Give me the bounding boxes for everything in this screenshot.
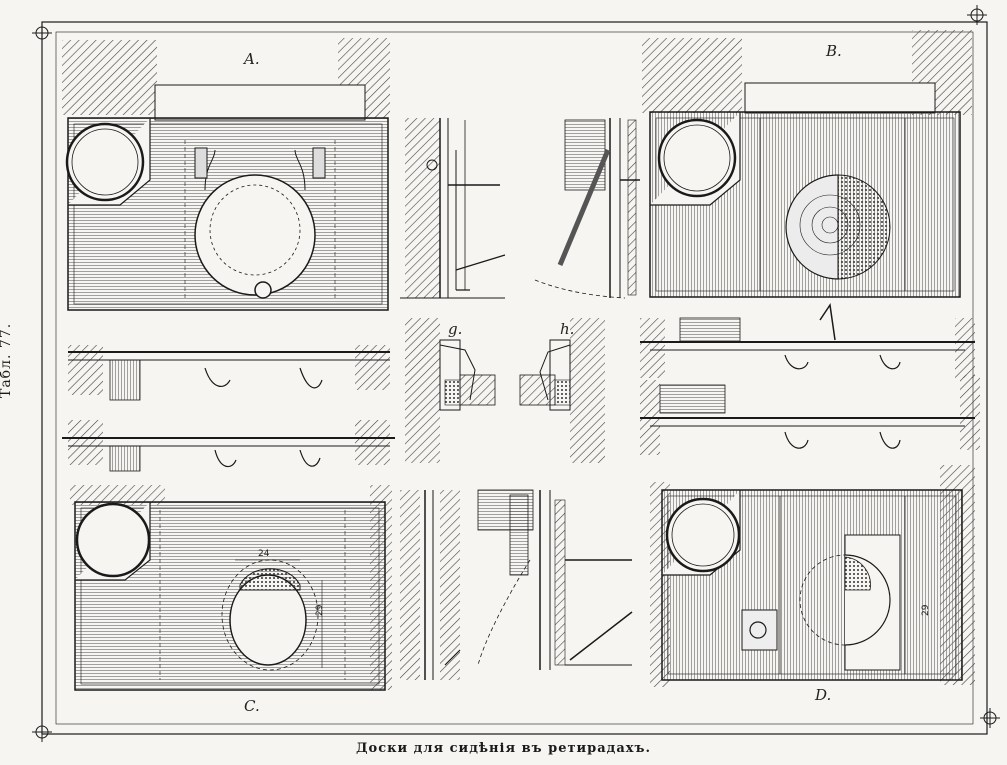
panel-c-label: C. <box>244 697 260 715</box>
panel-a-plan <box>62 38 390 311</box>
panel-a-label: A. <box>242 50 260 68</box>
detail-middle-bottom-left <box>400 490 461 680</box>
panel-d-label: D. <box>814 686 831 704</box>
detail-middle-top-left <box>400 118 506 299</box>
plate-caption: Доски для сидѣнія въ ретирадахъ. <box>355 741 652 756</box>
corner-marks <box>32 5 1000 742</box>
detail-g <box>405 318 496 463</box>
panel-h-label: h. <box>560 320 574 338</box>
panel-b-label: B. <box>825 42 842 60</box>
detail-middle-top-right <box>534 118 640 299</box>
detail-middle-bottom-right <box>477 489 633 670</box>
panel-g-label: g. <box>448 320 462 338</box>
panel-c-height-dim: 29 <box>315 604 325 616</box>
panel-c-width-dim: 24 <box>258 549 270 559</box>
detail-h <box>519 318 605 463</box>
panel-c-plan <box>70 485 392 691</box>
panel-d-plan <box>650 465 975 687</box>
panel-b-plan <box>642 30 972 298</box>
panel-d-height-dim: 29 <box>921 604 931 616</box>
panel-a-sections <box>62 345 395 472</box>
panel-b-sections <box>640 302 980 455</box>
